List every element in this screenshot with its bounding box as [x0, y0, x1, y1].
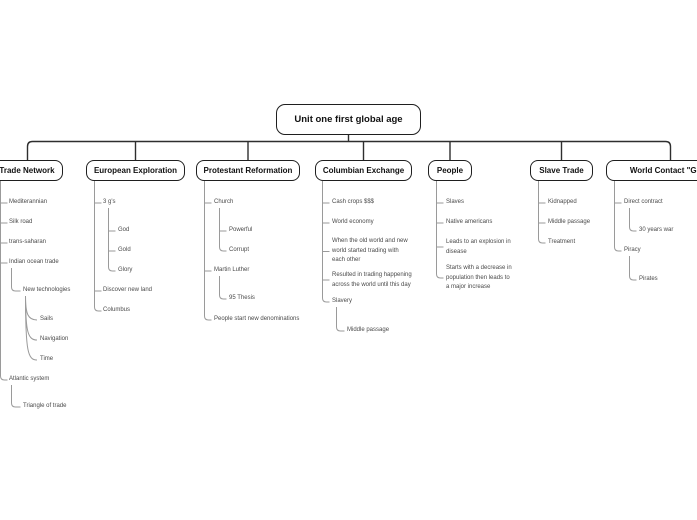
node-people-start-new-denominations[interactable]: People start new denominations [214, 316, 300, 322]
branch-connectors-world-contact [614, 181, 637, 281]
node-triangle-of-trade[interactable]: Triangle of trade [23, 403, 67, 409]
node-atlantic-system[interactable]: Atlantic system [9, 376, 50, 382]
node-3-gs[interactable]: 3 g's [103, 199, 116, 205]
node-new-technologies[interactable]: New technologies [23, 287, 71, 293]
node-navigation[interactable]: Navigation [40, 336, 69, 342]
node-church[interactable]: Church [214, 199, 234, 205]
node-powerful[interactable]: Powerful [229, 227, 253, 233]
node-columbus[interactable]: Columbus [103, 307, 131, 313]
node-time[interactable]: Time [40, 356, 54, 362]
node-gold[interactable]: Gold [118, 247, 131, 253]
node-trans-saharan[interactable]: trans-saharan [9, 239, 47, 245]
node-indian-ocean-trade[interactable]: Indian ocean trade [9, 259, 59, 265]
branch-topic-slave-trade[interactable]: Slave Trade [530, 160, 593, 181]
node-direct-contract[interactable]: Direct contract [624, 199, 663, 205]
node-martin-luther[interactable]: Martin Luther [214, 267, 250, 273]
node-explosion-in-disease[interactable]: Leads to an explosion in disease [446, 239, 511, 255]
node-silk-road[interactable]: Silk road [9, 219, 33, 225]
node-mediterannian[interactable]: Mediterannian [9, 199, 48, 205]
node-god[interactable]: God [118, 227, 130, 233]
node-corrupt[interactable]: Corrupt [229, 247, 250, 253]
node-slavery[interactable]: Slavery [332, 298, 353, 304]
root-topic[interactable]: Unit one first global age [276, 104, 421, 135]
node-population-decrease-increase[interactable]: Starts with a decrease in population the… [446, 265, 512, 290]
node-discover-new-land[interactable]: Discover new land [103, 287, 153, 293]
node-glory[interactable]: Glory [118, 267, 133, 273]
node-resulted-in-trading[interactable]: Resulted in trading happening across the… [332, 272, 412, 288]
branch-topic-european-exploration[interactable]: European Exploration [86, 160, 185, 181]
node-native-americans[interactable]: Native americans [446, 219, 493, 225]
node-middle-passage-slavery[interactable]: Middle passage [347, 327, 390, 333]
branch-connectors-protestant-reformation [204, 181, 227, 321]
node-95-thesis[interactable]: 95 Thesis [229, 295, 255, 301]
node-kidnapped[interactable]: Kidnapped [548, 199, 577, 205]
branch-topic-columbian-exchange[interactable]: Columbian Exchange [315, 160, 412, 181]
branch-topic-trade-network[interactable]: Trade Network [0, 160, 63, 181]
branch-topic-world-contact[interactable]: World Contact "Globa [606, 160, 697, 181]
node-cash-crops[interactable]: Cash crops $$$ [332, 199, 375, 205]
tree-connectors [26, 135, 672, 160]
node-piracy[interactable]: Piracy [624, 247, 641, 253]
branch-connectors-european-exploration [94, 181, 116, 312]
branch-connectors-people [436, 181, 444, 279]
node-30-years-war[interactable]: 30 years war [639, 227, 674, 233]
node-sails[interactable]: Sails [40, 316, 54, 322]
node-slaves[interactable]: Slaves [446, 199, 465, 205]
branch-topic-people[interactable]: People [428, 160, 472, 181]
node-middle-passage-slave-trade[interactable]: Middle passage [548, 219, 591, 225]
branch-connectors-slave-trade [538, 181, 546, 244]
branch-connectors-columbian-exchange [322, 181, 345, 332]
node-world-economy[interactable]: World economy [332, 219, 374, 225]
node-treatment[interactable]: Treatment [548, 239, 576, 245]
node-old-world-new-world-trading[interactable]: When the old world and new world started… [332, 238, 408, 263]
branch-topic-protestant-reformation[interactable]: Protestant Reformation [196, 160, 300, 181]
node-pirates[interactable]: Pirates [639, 276, 658, 282]
branch-connectors-trade-network [0, 181, 38, 408]
